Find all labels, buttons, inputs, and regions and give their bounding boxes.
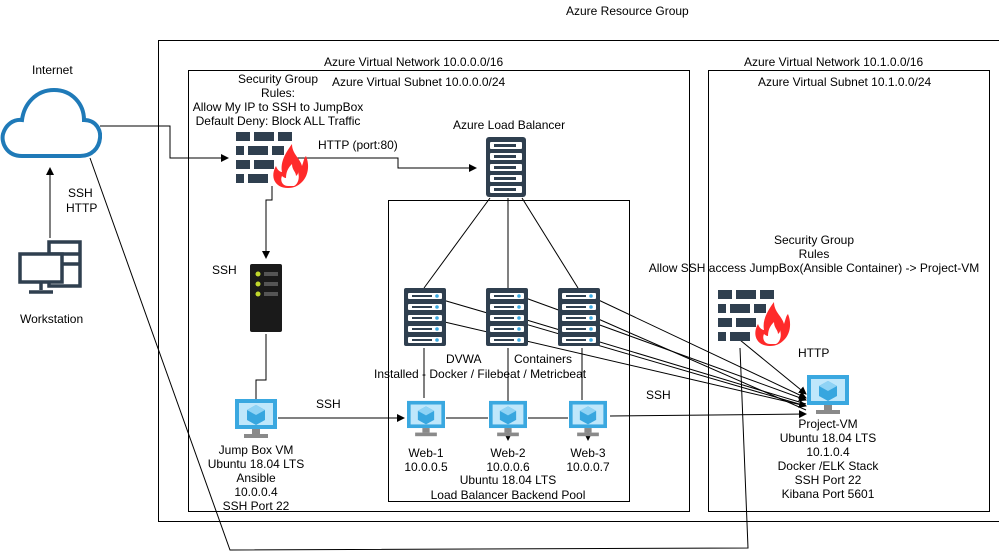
jumpbox-line-3: Ansible [236, 471, 276, 485]
container-server-1-icon [404, 288, 446, 346]
container-server-3-icon [558, 288, 600, 346]
web-3-info: Web-3 10.0.0.7 [558, 446, 618, 474]
web-2-vm-icon [489, 400, 527, 437]
workstation-icon [18, 240, 82, 294]
jumpbox-line-5: SSH Port 22 [222, 499, 290, 513]
project-vm-line-4: Docker /ELK Stack [777, 459, 879, 473]
firewall-icon [236, 132, 309, 188]
sg1-line-3: Allow My IP to SSH to JumpBox [192, 100, 364, 114]
vnet1-subnet-label: Azure Virtual Subnet 10.0.0.0/24 [332, 75, 506, 89]
jumpbox-vm-icon [235, 399, 277, 438]
dvwa-installed-label: Installed - Docker / Filebeat / Metricbe… [374, 367, 587, 381]
vnet2-subnet-label: Azure Virtual Subnet 10.1.0.0/24 [758, 75, 932, 89]
web-1-info: Web-1 10.0.0.5 [396, 446, 456, 474]
web-1-ip: 10.0.0.5 [404, 460, 448, 474]
http-port-label: HTTP (port:80) [318, 138, 398, 152]
project-vm-line-3: 10.1.0.4 [806, 445, 850, 459]
ssh-label-right: SSH [646, 388, 671, 402]
web-3-ip: 10.0.0.7 [566, 460, 610, 474]
sg2-line-2: Rules [798, 247, 830, 261]
internet-label: Internet [32, 63, 73, 77]
web-2-info: Web-2 10.0.0.6 [478, 446, 538, 474]
jumpbox-line-2: Ubuntu 18.04 LTS [207, 457, 305, 471]
firewall-2-icon [718, 290, 791, 346]
project-vm-info: Project-VM Ubuntu 18.04 LTS 10.1.0.4 Doc… [758, 417, 898, 501]
vnet1-box [188, 70, 690, 512]
security-group-2-rules: Security Group Rules Allow SSH access Ju… [640, 233, 988, 275]
ssh-label-mid: SSH [316, 397, 341, 411]
project-vm-icon [807, 375, 849, 414]
vnet2-box [708, 70, 990, 512]
web-2-name: Web-2 [490, 446, 526, 460]
web-3-vm-icon [569, 400, 607, 437]
load-balancer-label: Azure Load Balancer [453, 118, 566, 132]
web-2-ip: 10.0.0.6 [486, 460, 530, 474]
web-1-vm-icon [407, 400, 445, 437]
security-group-1-rules: Security Group Rules: Allow My IP to SSH… [188, 72, 368, 128]
vnet2-label: Azure Virtual Network 10.1.0.0/16 [744, 55, 924, 69]
project-vm-line-6: Kibana Port 5601 [781, 487, 875, 501]
dvwa-label: DVWA [446, 352, 482, 366]
sg2-line-1: Security Group [773, 233, 855, 247]
ssh-label-left: SSH [212, 263, 237, 277]
pool-os-label: Ubuntu 18.04 LTS [459, 473, 557, 487]
sg1-line-4: Default Deny: Block ALL Traffic [195, 114, 361, 128]
workstation-ssh-label: SSH [68, 186, 93, 200]
project-vm-line-2: Ubuntu 18.04 LTS [779, 431, 877, 445]
load-balancer-icon [486, 137, 526, 197]
resource-group-box [158, 40, 999, 522]
vnet1-label: Azure Virtual Network 10.0.0.0/16 [324, 55, 504, 69]
workstation-label: Workstation [20, 312, 84, 326]
jumpbox-vm-info: Jump Box VM Ubuntu 18.04 LTS Ansible 10.… [196, 443, 316, 513]
pool-label: Load Balancer Backend Pool [430, 488, 586, 502]
web-3-name: Web-3 [570, 446, 606, 460]
workstation-http-label: HTTP [66, 201, 98, 215]
jumpbox-line-4: 10.0.0.4 [234, 485, 278, 499]
sg2-line-3: Allow SSH access JumpBox(Ansible Contain… [648, 261, 980, 275]
containers-label: Containers [514, 352, 573, 366]
sg1-line-2: Rules: [260, 86, 295, 100]
web-1-name: Web-1 [408, 446, 444, 460]
project-vm-line-5: SSH Port 22 [794, 473, 862, 487]
jumpbox-line-1: Jump Box VM [218, 443, 294, 457]
project-vm-line-1: Project-VM [798, 417, 858, 431]
http-label-right: HTTP [798, 346, 830, 360]
cloud-icon [0, 87, 102, 158]
container-server-2-icon [486, 288, 528, 346]
resource-group-label: Azure Resource Group [566, 4, 689, 18]
jumpbox-server-icon [250, 264, 282, 332]
sg1-line-1: Security Group [237, 72, 319, 86]
